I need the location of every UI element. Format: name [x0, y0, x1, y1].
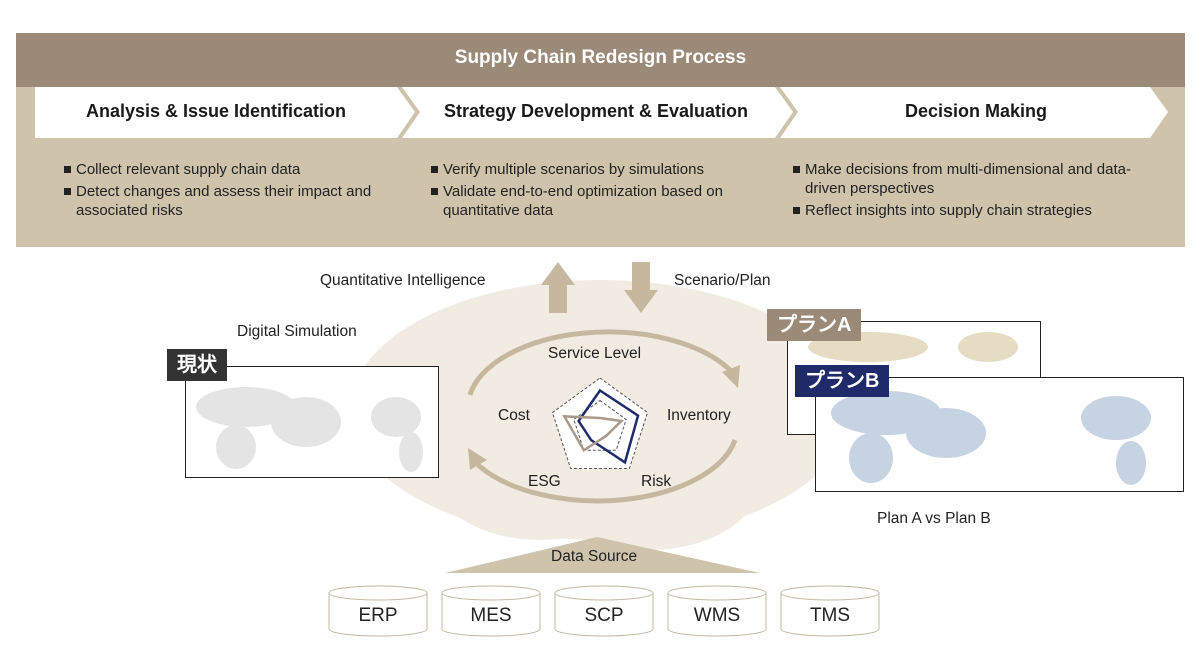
current-state-map [185, 366, 439, 478]
process-band: Supply Chain Redesign Process [16, 33, 1185, 247]
step-bullets-decision: Make decisions from multi-dimensional an… [793, 160, 1163, 223]
data-source-label: WMS [693, 605, 741, 626]
radar-series-current [562, 415, 625, 453]
data-source-wms: WMS [667, 585, 767, 637]
radar-axis-risk: Risk [641, 473, 672, 490]
up-arrow-icon [541, 262, 575, 313]
radar-axis-inventory: Inventory [667, 407, 731, 424]
radar-axis-service-level: Service Level [548, 345, 642, 362]
plan-b-map [815, 377, 1184, 492]
plan-b-badge: プランB [795, 365, 890, 397]
data-source-label: Data Source [551, 548, 638, 565]
radar-chart [551, 377, 649, 469]
plan-a-badge: プランA [767, 309, 862, 341]
data-source-scp: SCP [554, 585, 654, 637]
bullet-item: Make decisions from multi-dimensional an… [793, 160, 1163, 198]
data-source-triangle [445, 537, 760, 573]
data-source-label: ERP [358, 605, 398, 626]
step-label-analysis: Analysis & Issue Identification [85, 101, 347, 121]
radar-grid [551, 377, 649, 469]
page-title: Supply Chain Redesign Process [454, 47, 747, 68]
current-state-badge: 現状 [167, 349, 227, 381]
cycle-arrow-bottom [476, 439, 738, 504]
bullet-item: Detect changes and assess their impact a… [64, 182, 394, 220]
data-source-label: TMS [809, 605, 851, 626]
radar-axis-esg: ESG [528, 473, 561, 490]
step-label-decision: Decision Making [904, 101, 1048, 121]
down-arrow-icon [624, 262, 658, 313]
radar-grid [573, 399, 627, 451]
scenario-plan-label: Scenario/Plan [674, 272, 771, 289]
data-source-erp: ERP [328, 585, 428, 637]
step-label-strategy: Strategy Development & Evaluation [443, 101, 749, 121]
data-source-tms: TMS [780, 585, 880, 637]
data-source-label: SCP [584, 605, 624, 626]
step-bullets-analysis: Collect relevant supply chain data Detec… [64, 160, 394, 223]
data-source-label: MES [470, 605, 512, 626]
radar-axis-cost: Cost [498, 407, 530, 424]
cycle-arrow-top [467, 329, 732, 396]
bullet-item: Reflect insights into supply chain strat… [793, 201, 1163, 220]
quantitative-intelligence-label: Quantitative Intelligence [320, 272, 486, 289]
process-header: Supply Chain Redesign Process [16, 33, 1185, 87]
data-source-mes: MES [441, 585, 541, 637]
bullet-item: Collect relevant supply chain data [64, 160, 394, 179]
bullet-item: Validate end-to-end optimization based o… [431, 182, 771, 220]
plan-comparison-caption: Plan A vs Plan B [877, 510, 991, 527]
digital-simulation-label: Digital Simulation [237, 323, 357, 340]
bullet-item: Verify multiple scenarios by simulations [431, 160, 771, 179]
step-bullets-strategy: Verify multiple scenarios by simulations… [431, 160, 771, 223]
